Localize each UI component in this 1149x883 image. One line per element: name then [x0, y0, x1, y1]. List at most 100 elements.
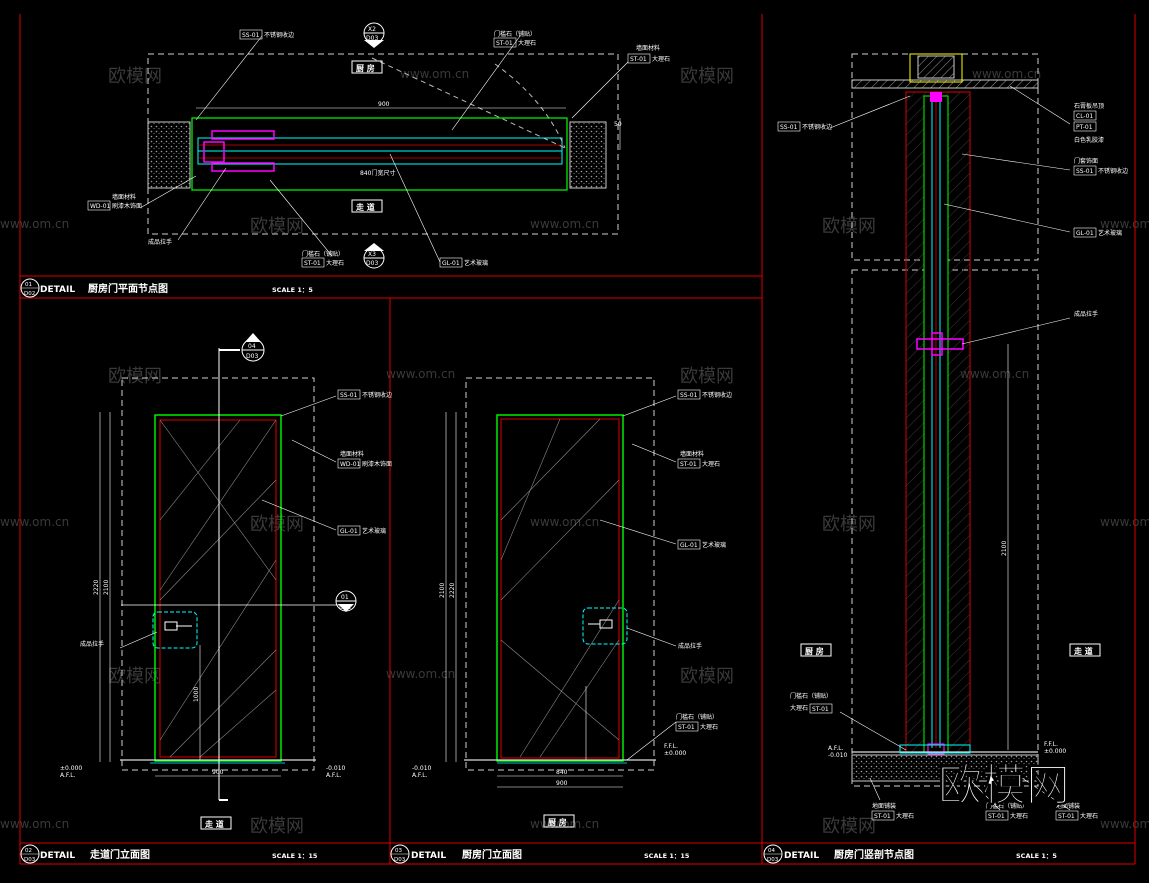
svg-text:SS-01: SS-01 — [780, 124, 798, 131]
panel-title: 走道门立面图 — [89, 848, 150, 861]
svg-text:D03: D03 — [394, 857, 406, 863]
door-leaf — [159, 419, 277, 758]
callout-glass: GL-01 艺术玻璃 — [1073, 227, 1122, 238]
dim-handle-height: 1000 — [193, 687, 200, 702]
callout-ceiling: 石膏板吊顶 CL-01 PT-01 白色乳胶漆 — [1073, 102, 1104, 144]
room-label-kitchen: 厨 房 — [356, 63, 375, 73]
level-afl: A.F.L. — [60, 772, 76, 779]
svg-text:大理石: 大理石 — [702, 460, 720, 468]
vertical-section: 2100 厨 房 走 道 A.F.L. -0.010 F.F.L. ±0.000… — [777, 53, 1128, 821]
svg-text:大理石: 大理石 — [326, 259, 344, 267]
dim-height-inner: 2100 — [103, 580, 110, 595]
watermark-brand: 欧模网 — [250, 514, 304, 535]
level-ffl: F.F.L. — [664, 743, 678, 750]
callout-handle-plan: 成品拉手 — [148, 238, 172, 246]
callout-stainless: SS-01 不锈钢收边 — [337, 389, 392, 400]
door-frame — [496, 414, 624, 762]
watermark-url: www.om.cn — [530, 515, 599, 529]
view-boundary — [147, 53, 619, 235]
svg-text:ST-01: ST-01 — [874, 813, 891, 820]
level-neg: -0.010 — [326, 765, 346, 772]
dim-plan-depth: 50 — [614, 121, 622, 128]
handle-zone — [582, 607, 628, 645]
room-label-kitchen: 厨 房 — [548, 817, 567, 827]
section-marker-01: 01 D02 — [335, 590, 357, 612]
callout-glass: GL-01 艺术玻璃 — [337, 525, 386, 536]
level-zero: ±0.000 — [60, 765, 82, 772]
svg-text:大理石: 大理石 — [896, 812, 914, 820]
glass-reflection — [159, 419, 277, 758]
dim-width-inner: 840 — [556, 769, 568, 776]
view-boundary — [465, 377, 655, 771]
brand-logo: 欧模网 — [938, 760, 1070, 811]
svg-text:D03: D03 — [767, 857, 779, 863]
watermark-url: www.om.cn — [0, 817, 69, 831]
wall-left — [147, 121, 191, 189]
svg-text:01: 01 — [341, 594, 349, 601]
view-boundary — [121, 377, 315, 771]
watermark-url: www.om.cn — [1100, 515, 1149, 529]
svg-text:ST-01: ST-01 — [304, 260, 321, 267]
hall-elevation: 2220 2100 1000 900 04 D03 01 D02 ±0.000 … — [60, 333, 392, 830]
svg-text:地面铺装: 地面铺装 — [872, 802, 896, 810]
callout-stainless: SS-01 不锈钢收边 — [677, 389, 732, 400]
watermark-brand: 欧模网 — [822, 816, 876, 837]
watermark-brand: 欧模网 — [250, 816, 304, 837]
svg-text:04: 04 — [248, 343, 256, 350]
room-label-corridor: 走 道 — [204, 819, 224, 829]
dim-door-width: 840门宽尺寸 — [360, 169, 395, 177]
watermark-brand: 欧模网 — [108, 666, 162, 687]
dim-plan-width: 900 — [378, 101, 390, 108]
level-neg: -0.010 — [412, 765, 432, 772]
svg-text:D03: D03 — [24, 857, 36, 863]
svg-text:不锈钢收边: 不锈钢收边 — [264, 31, 294, 39]
top-channel — [930, 92, 942, 102]
title-block-kitchen: 03 D03 DETAIL 厨房门立面图 SCALE 1：15 — [390, 844, 690, 864]
panel-scale: SCALE 1：5 — [1016, 852, 1057, 860]
panel-scale: SCALE 1：5 — [272, 286, 313, 294]
panel-title: 厨房门平面节点图 — [88, 282, 168, 295]
svg-text:艺术玻璃: 艺术玻璃 — [1098, 229, 1122, 237]
watermark-url: www.om.cn — [530, 217, 599, 231]
svg-text:CL-01: CL-01 — [1076, 113, 1093, 120]
watermark-layer: 欧模网 www.om.cn 欧模网 www.om.cn www.om.cn 欧模… — [0, 66, 1149, 837]
dim-width: 900 — [212, 769, 224, 776]
svg-text:墙面材料: 墙面材料 — [636, 44, 660, 52]
callout-glass-plan: GL-01 艺术玻璃 — [439, 257, 488, 268]
svg-text:WD-01: WD-01 — [340, 461, 361, 468]
callout-stainless: SS-01 不锈钢收边 — [777, 121, 832, 132]
watermark-brand: 欧模网 — [680, 366, 734, 387]
level-zero: ±0.000 — [664, 750, 686, 757]
svg-text:门槛石（铺贴）: 门槛石（铺贴） — [676, 713, 718, 721]
callout-door-frame: 门套饰面 SS-01 不锈钢收边 — [1073, 157, 1128, 176]
svg-text:不锈钢收边: 不锈钢收边 — [702, 391, 732, 399]
svg-text:大理石: 大理石 — [700, 723, 718, 731]
level-zero: ±0.000 — [1044, 748, 1066, 755]
svg-text:门槛石（铺贴）: 门槛石（铺贴） — [494, 30, 536, 38]
svg-text:不锈钢收边: 不锈钢收边 — [362, 391, 392, 399]
section-marker-x2: X2 D03 — [363, 22, 385, 48]
title-block-plan: 01 D02 DETAIL 厨房门平面节点图 SCALE 1：5 — [20, 278, 313, 298]
room-label-corridor: 走 道 — [355, 202, 375, 212]
level-neg: -0.010 — [828, 752, 848, 759]
title-block-hall: 02 D03 DETAIL 走道门立面图 SCALE 1：15 — [20, 844, 318, 864]
detail-tag: DETAIL — [40, 851, 75, 861]
handle — [164, 621, 178, 631]
floor-slab — [851, 754, 1039, 782]
svg-text:D03: D03 — [366, 35, 378, 42]
callout-wall: 墙面材料 WD-01 刷漆木饰面 — [337, 450, 392, 469]
watermark-brand: 欧模网 — [680, 666, 734, 687]
watermark-url: www.om.cn — [386, 667, 455, 681]
svg-text:艺术玻璃: 艺术玻璃 — [362, 527, 386, 535]
level-afl-right: A.F.L. — [326, 772, 342, 779]
svg-text:GL-01: GL-01 — [340, 528, 358, 535]
svg-text:04: 04 — [768, 848, 775, 854]
dim-height-inner: 2220 — [449, 583, 456, 598]
svg-text:D02: D02 — [24, 291, 35, 297]
watermark-brand: 欧模网 — [108, 366, 162, 387]
threshold — [899, 744, 971, 754]
svg-text:SS-01: SS-01 — [1076, 168, 1094, 175]
room-label-kitchen: 厨 房 — [805, 646, 824, 656]
callout-floor-right: 地面铺装 ST-01 大理石 — [1055, 802, 1098, 821]
svg-text:ST-01: ST-01 — [496, 40, 513, 47]
